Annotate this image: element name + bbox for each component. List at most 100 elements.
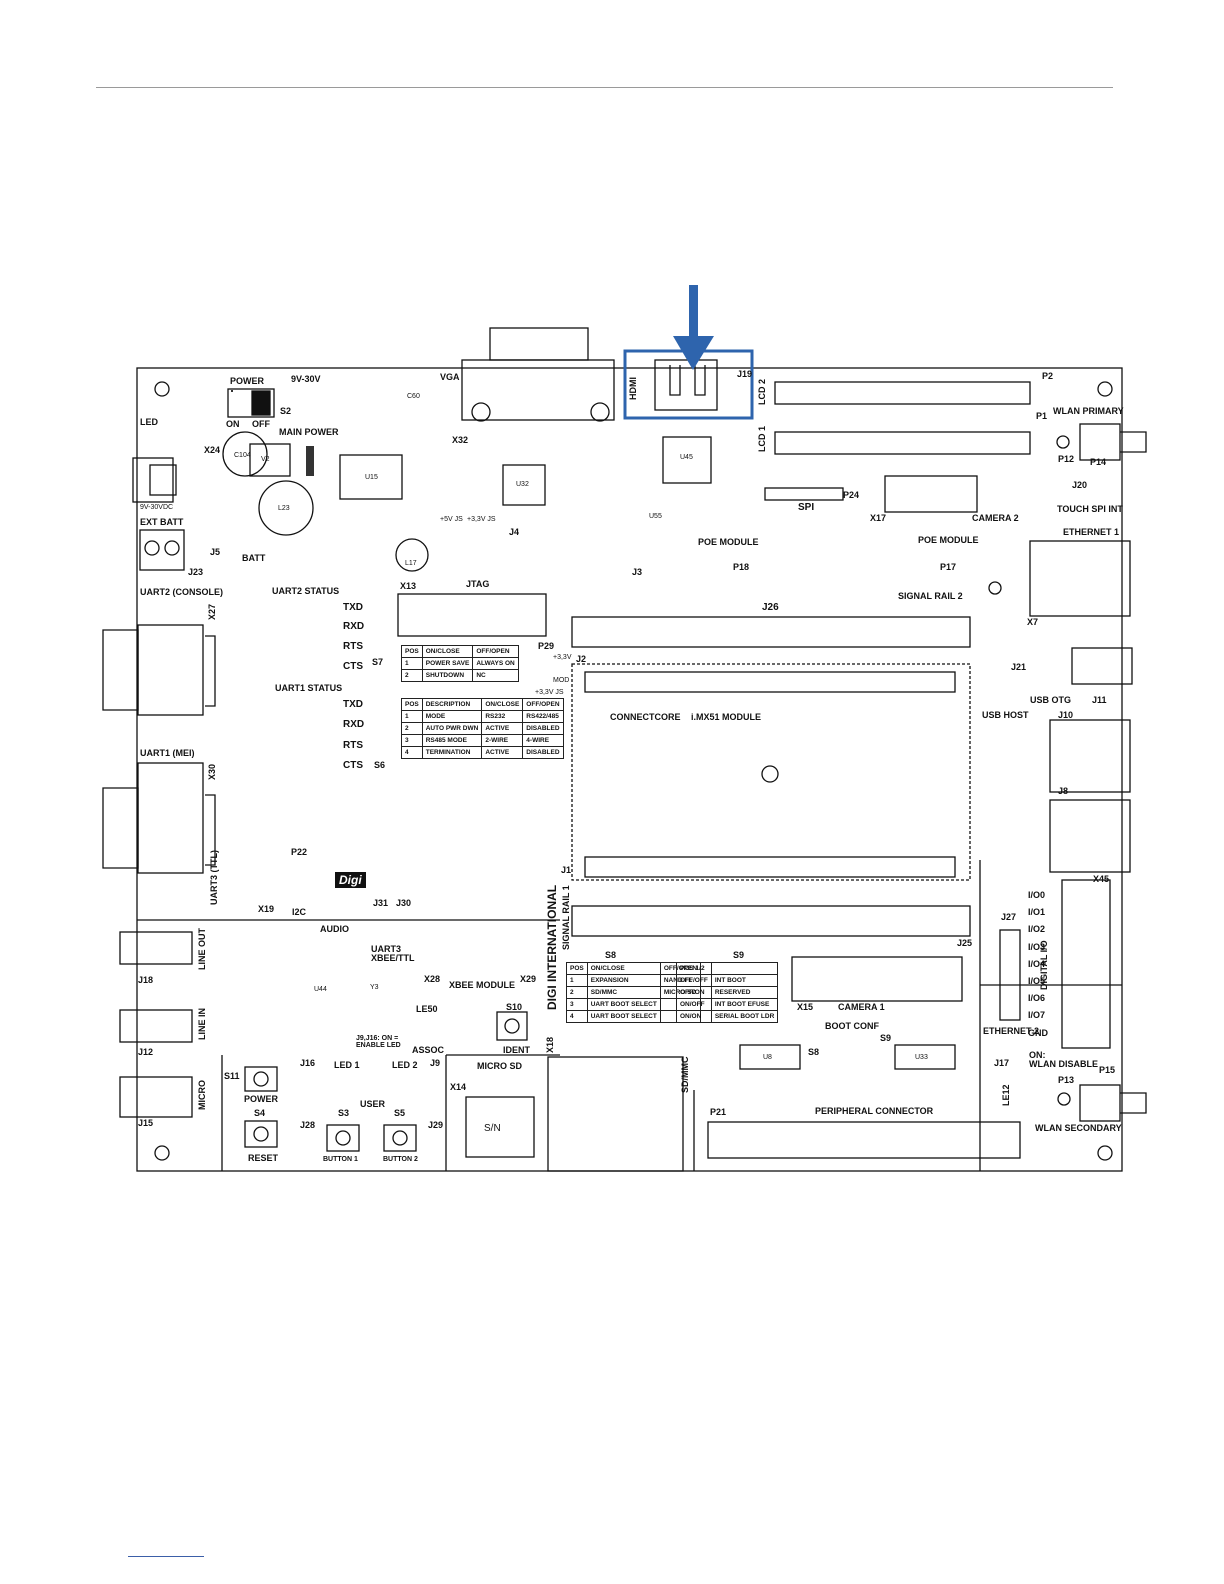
- label-digi-international: DIGI INTERNATIONAL: [545, 884, 559, 1010]
- label-main-power: MAIN POWER: [279, 427, 339, 437]
- table-cell: 2: [566, 986, 588, 999]
- table-cell: 3: [401, 734, 423, 747]
- label-j2: J2: [576, 654, 587, 664]
- table-cell: UART BOOT SELECT: [586, 998, 661, 1011]
- label-p15: P15: [1099, 1065, 1116, 1075]
- label-j10: J10: [1058, 710, 1074, 720]
- table-cell: DISABLED: [522, 722, 564, 735]
- label-x15: X15: [797, 1002, 814, 1012]
- label-off: OFF: [252, 419, 270, 429]
- table-cell: 4: [401, 746, 423, 759]
- label-j23: J23: [188, 567, 204, 577]
- label-p14: P14: [1090, 457, 1107, 467]
- label-p24: P24: [843, 490, 860, 500]
- io-label: I/O5: [1028, 976, 1046, 986]
- label-hdmi: HDMI: [628, 377, 638, 400]
- label-spi: SPI: [798, 502, 815, 513]
- label-button2[interactable]: BUTTON 2: [383, 1156, 418, 1163]
- table-cell: POS: [401, 645, 423, 658]
- label-button1[interactable]: BUTTON 1: [323, 1156, 358, 1163]
- label-xbee-module: XBEE MODULE: [449, 980, 516, 990]
- io-label: I/O3: [1028, 941, 1046, 952]
- label-rts-2: RTS: [343, 641, 363, 652]
- label-u8: U8: [763, 1054, 772, 1061]
- label-line-in: LINE IN: [197, 1007, 207, 1040]
- table-cell: ON/CLOSE: [586, 962, 661, 975]
- label-l17: L17: [405, 560, 417, 567]
- table-cell: 1: [401, 657, 423, 670]
- label-p13: P13: [1058, 1075, 1075, 1085]
- table-cell: POS 1/2: [676, 962, 712, 975]
- label-connectcore: CONNECTCORE: [610, 712, 681, 722]
- label-u15: U15: [365, 474, 378, 481]
- label-mod: MOD: [553, 677, 570, 684]
- label-lcd2: LCD 2: [757, 378, 767, 405]
- label-micro-sd: MICRO SD: [477, 1061, 522, 1071]
- label-le50: LE50: [416, 1004, 438, 1014]
- table-cell: RESERVED: [710, 986, 779, 999]
- label-5v-js: +5V JS: [440, 516, 463, 523]
- label-s9-switch: S9: [880, 1033, 892, 1043]
- label-j27: J27: [1001, 912, 1017, 922]
- table-cell: 2: [401, 722, 423, 735]
- label-s6: S6: [374, 760, 386, 770]
- label-j18: J18: [138, 975, 154, 985]
- label-j4: J4: [509, 527, 520, 537]
- table-cell: 2-WIRE: [481, 734, 524, 747]
- label-j17: J17: [994, 1058, 1010, 1068]
- table-cell: OFF/OPEN: [472, 645, 519, 658]
- label-poe-module-right: POE MODULE: [918, 535, 979, 545]
- label-on: ON: [226, 419, 240, 429]
- label-wlan-disable: ON: WLAN DISABLE: [1029, 1050, 1098, 1069]
- io-label: I/O0: [1028, 890, 1046, 900]
- label-uart2-console: UART2 (CONSOLE): [140, 587, 223, 597]
- label-touch-spi-int: TOUCH SPI INT: [1057, 504, 1123, 514]
- label-jtag: JTAG: [466, 579, 490, 589]
- header-rule: [96, 87, 1113, 88]
- label-reset-button[interactable]: RESET: [248, 1153, 279, 1163]
- table-cell: INT BOOT EFUSE: [710, 998, 779, 1011]
- label-j11: J11: [1092, 695, 1107, 705]
- table-cell: ON/CLOSE: [481, 698, 524, 711]
- label-s4: S4: [254, 1108, 266, 1118]
- label-signal-rail1: SIGNAL RAIL 1: [561, 885, 571, 950]
- label-ethernet2: ETHERNET 2: [983, 1026, 1040, 1036]
- label-j31: J31: [373, 898, 389, 908]
- label-x30: X30: [207, 763, 217, 780]
- label-x19: X19: [258, 904, 275, 914]
- table-cell: POS: [566, 962, 588, 975]
- footer-rule: [128, 1556, 204, 1557]
- table-cell: INT BOOT: [710, 974, 779, 987]
- label-led: LED: [140, 417, 158, 427]
- label-c104: C104: [234, 452, 251, 459]
- label-le12: LE12: [1001, 1084, 1011, 1106]
- label-y3: Y3: [370, 984, 379, 991]
- label-audio: AUDIO: [320, 924, 349, 934]
- label-p17: P17: [940, 562, 957, 572]
- label-signal-rail2: SIGNAL RAIL 2: [898, 591, 963, 601]
- table-cell: POWER SAVE: [421, 657, 474, 670]
- label-batt: BATT: [242, 553, 266, 563]
- table-cell: EXPANSION: [586, 974, 661, 987]
- label-33v-js: +3,3V JS: [467, 516, 496, 523]
- label-p12: P12: [1058, 454, 1075, 464]
- label-j9: J9: [430, 1058, 441, 1068]
- label-power-button[interactable]: POWER: [244, 1094, 279, 1104]
- io-label: I/O4: [1028, 958, 1046, 969]
- label-u44: U44: [314, 986, 327, 993]
- table-cell: ACTIVE: [481, 722, 524, 735]
- table-cell: AUTO PWR DWN: [421, 722, 483, 735]
- table-cell: POS: [401, 698, 423, 711]
- label-camera1: CAMERA 1: [838, 1002, 885, 1012]
- label-rxd-1: RXD: [343, 719, 365, 730]
- io-label: I/O1: [1028, 907, 1046, 918]
- label-txd-1: TXD: [343, 699, 363, 710]
- label-s8-switch: S8: [808, 1047, 820, 1057]
